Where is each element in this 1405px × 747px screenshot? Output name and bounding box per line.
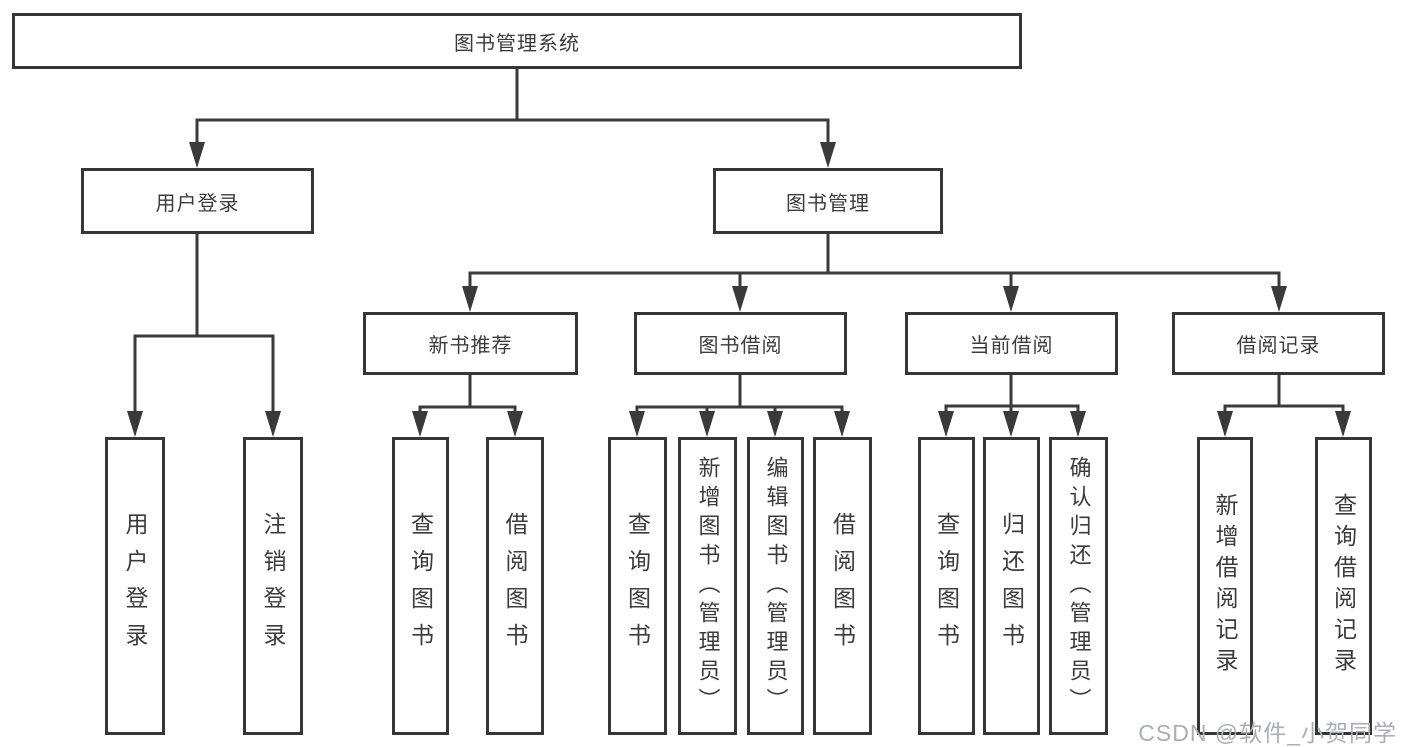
node-label: 图书管理系统 [454,32,580,55]
node-book-management-system: 图书管理系统 [12,13,1022,69]
arrow-down-icon [1070,411,1086,437]
arrow-down-icon [820,142,836,168]
leaf-borrowing-borrow-books: 借阅图书 [813,437,872,735]
node-label: 新增借阅记录 [1212,493,1238,679]
connector-borrow-records-to-leaves [1217,373,1351,437]
node-label: 确认归还（管理员） [1066,455,1092,717]
arrow-down-icon [1335,411,1351,437]
leaf-user-login: 用户登录 [105,437,165,735]
node-label: 图书管理 [786,192,870,215]
node-label: 编辑图书（管理员） [763,455,789,717]
connector-user-login-to-leaves [127,232,281,437]
leaf-records-add-record: 新增借阅记录 [1197,437,1253,735]
arrow-down-icon [1271,286,1287,312]
node-label: 归还图书 [998,512,1025,660]
connector-book-mgmt-to-level3 [462,232,1287,312]
leaf-borrowing-query-books: 查询图书 [608,437,667,735]
node-label: 查询借阅记录 [1330,493,1357,679]
arrow-down-icon [1003,411,1019,437]
node-label: 图书借阅 [698,335,783,357]
leaf-newbook-borrow-books: 借阅图书 [486,437,544,735]
csdn-watermark: CSDN @软件_小贺同学 [1138,720,1397,746]
connector-root-to-level2 [189,66,836,168]
arrow-down-icon [767,411,783,437]
leaf-records-query-record: 查询借阅记录 [1315,437,1372,735]
node-label: 查询图书 [407,512,434,660]
node-book-management: 图书管理 [713,168,943,234]
arrow-down-icon [699,411,715,437]
arrow-down-icon [189,142,205,168]
node-label: 查询图书 [624,512,651,660]
node-new-book-recommend: 新书推荐 [363,312,578,375]
node-current-borrowing: 当前借阅 [905,312,1118,375]
arrow-down-icon [938,411,954,437]
connector-current-borrow-to-leaves [938,373,1086,437]
node-label: 当前借阅 [969,335,1054,357]
arrow-down-icon [1003,286,1019,312]
arrow-down-icon [265,411,281,437]
leaf-borrowing-add-books-admin: 新增图书（管理员） [678,437,737,735]
arrow-down-icon [1217,411,1233,437]
node-label: 用户登录 [155,192,240,215]
node-label: 借阅图书 [502,512,528,660]
leaf-current-confirm-return-admin: 确认归还（管理员） [1049,437,1108,735]
node-label: 注销登录 [260,512,286,660]
node-label: 借阅记录 [1236,335,1321,357]
arrow-down-icon [507,411,523,437]
node-label: 新增图书（管理员） [695,455,721,717]
node-user-login-branch: 用户登录 [81,168,314,234]
arrow-down-icon [462,286,478,312]
leaf-borrowing-edit-books-admin: 编辑图书（管理员） [747,437,804,735]
leaf-current-return-books: 归还图书 [983,437,1040,735]
node-label: 用户登录 [122,512,148,660]
arrow-down-icon [127,411,143,437]
node-book-borrowing: 图书借阅 [634,312,847,375]
arrow-down-icon [412,411,428,437]
arrow-down-icon [732,286,748,312]
connector-new-book-to-leaves [412,373,523,437]
node-borrowing-records: 借阅记录 [1172,312,1385,375]
node-label: 新书推荐 [428,335,513,357]
connector-book-borrow-to-leaves [629,373,850,437]
leaf-newbook-query-books: 查询图书 [392,437,449,735]
leaf-logout-login: 注销登录 [243,437,303,735]
arrow-down-icon [834,411,850,437]
node-label: 借阅图书 [829,512,856,660]
node-label: 查询图书 [933,512,960,660]
arrow-down-icon [629,411,645,437]
leaf-current-query-books: 查询图书 [918,437,975,735]
